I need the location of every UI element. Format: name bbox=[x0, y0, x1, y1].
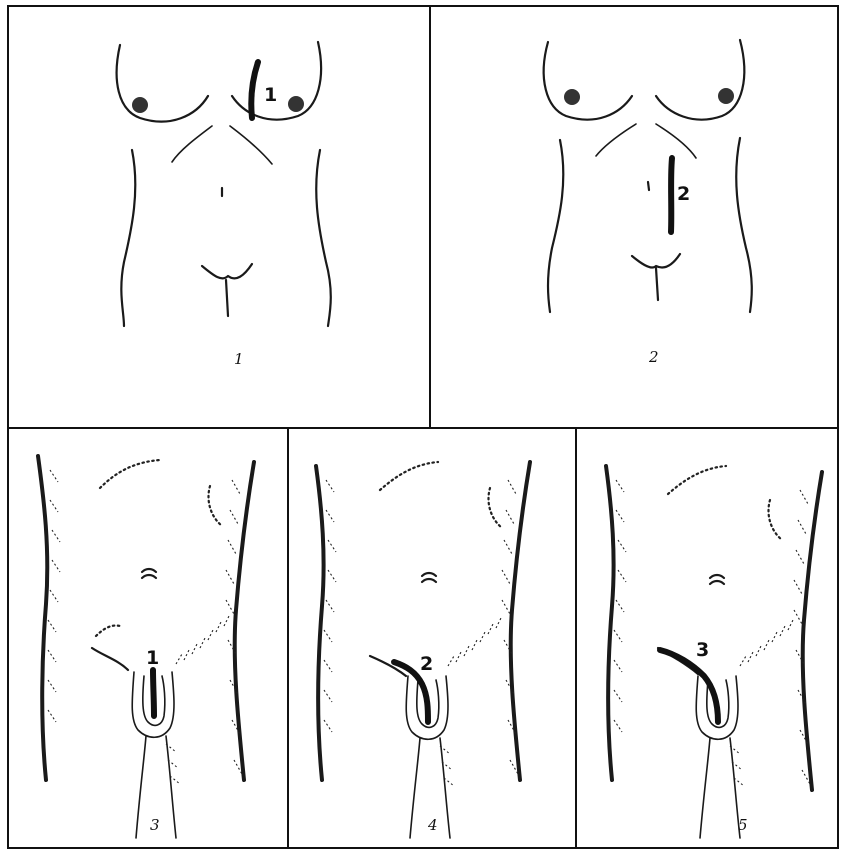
nipple-right bbox=[718, 88, 734, 104]
panel-2: 2 2 bbox=[544, 40, 752, 366]
torso-outline bbox=[117, 42, 331, 326]
nipple-right bbox=[288, 96, 304, 112]
nipple-left bbox=[132, 97, 148, 113]
panel-caption: 5 bbox=[738, 816, 748, 834]
nipple-left bbox=[564, 89, 580, 105]
incision-number: 3 bbox=[696, 639, 709, 661]
panel-caption: 4 bbox=[427, 816, 438, 834]
incision-mark bbox=[153, 670, 154, 716]
incision-number: 1 bbox=[264, 84, 277, 106]
torso-outline bbox=[606, 466, 822, 838]
panel-caption: 2 bbox=[648, 348, 659, 366]
incision-mark bbox=[660, 650, 718, 722]
panel-1: 1 1 bbox=[117, 42, 331, 368]
panel-caption: 1 bbox=[234, 350, 244, 368]
torso-outline bbox=[316, 462, 530, 838]
incision-mark bbox=[671, 158, 672, 232]
panel-4: 2 4 bbox=[316, 462, 530, 838]
incision-number: 2 bbox=[420, 653, 433, 675]
incision-number: 2 bbox=[677, 183, 690, 205]
panel-3: 1 3 bbox=[38, 456, 254, 838]
incision-mark bbox=[251, 62, 258, 118]
torso-outline bbox=[544, 40, 752, 312]
incision-number: 1 bbox=[146, 647, 159, 669]
panel-caption: 3 bbox=[150, 816, 160, 834]
panel-5: 3 5 bbox=[606, 466, 822, 838]
